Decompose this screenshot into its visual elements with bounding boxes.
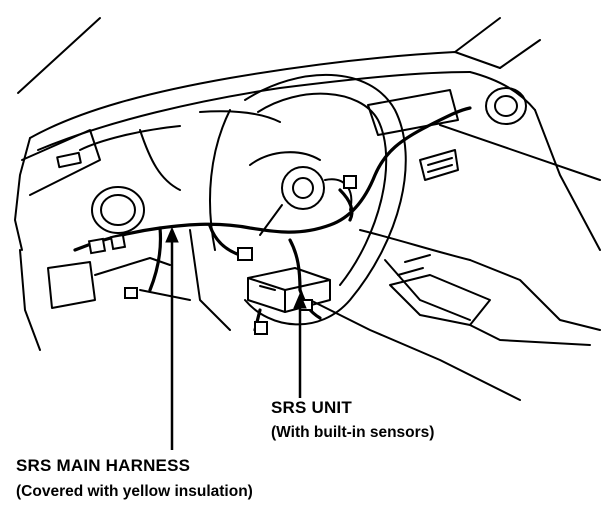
lower-dash [19,229,231,351]
harness-connectors [87,175,357,335]
srs-unit-label: SRS UNIT [271,398,352,417]
center-console [309,229,601,401]
windshield-lines [17,17,541,94]
srs-unit-module [247,267,331,313]
left-dash-panel [21,110,281,196]
dashboard-top [14,51,601,251]
left-air-vent [91,186,145,234]
leader-arrowheads [165,226,307,309]
srs-unit-note: (With built-in sensors) [271,424,435,441]
right-dash-panel [367,87,527,181]
srs-main-harness-label: SRS MAIN HARNESS [16,456,191,475]
leader-lines [170,232,302,450]
srs-main-harness-note: (Covered with yellow insulation) [16,483,253,500]
